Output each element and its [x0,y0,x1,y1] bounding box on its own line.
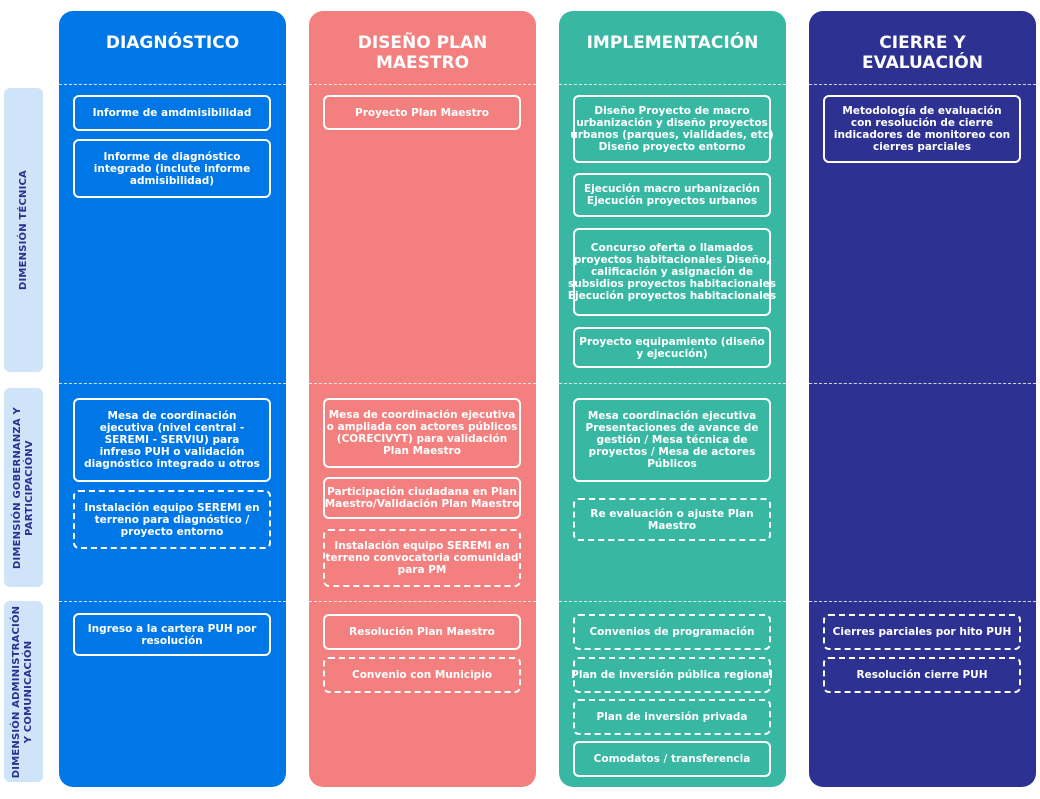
box-resolucion-plan-maestro: Resolución Plan Maestro [323,614,521,650]
column-diagnostico: DIAGNÓSTICO Informe de amdmisibilidad In… [59,11,286,787]
box-proyecto-plan-maestro: Proyecto Plan Maestro [323,95,521,130]
row-divider [559,84,786,85]
row-divider [559,601,786,602]
row-label-gobernanza: DIMENSIÓN GOBERNANZA Y PARTICIPACIÓNV [4,388,43,587]
box-instalacion-equipo: Instalación equipo SEREMI en terreno par… [73,490,271,549]
column-title: IMPLEMENTACIÓN [586,33,759,53]
box-informe-diagnostico: Informe de diagnóstico integrado (inclut… [73,139,271,198]
row-divider [809,601,1036,602]
column-implementacion: IMPLEMENTACIÓN Diseño Proyecto de macro … [559,11,786,787]
column-title: CIERRE Y EVALUACIÓN [862,33,983,73]
column-title: DIAGNÓSTICO [105,33,240,53]
row-label-text: DIMENSIÓN GOBERNANZA Y PARTICIPACIÓNV [11,406,35,569]
row-label-administracion: DIMENSIÓN ADMINISTRACIÓN Y COMUNICACIÓN [4,601,43,782]
box-mesa-coordinacion-ampliada: Mesa de coordinación ejecutiva o ampliad… [323,398,521,468]
box-ingreso-cartera: Ingreso a la cartera PUH por resolución [73,613,271,656]
box-convenio-municipio: Convenio con Municipio [323,657,521,693]
box-re-evaluacion: Re evaluación o ajuste Plan Maestro [573,498,771,541]
box-participacion-ciudadana: Participación ciudadana en Plan Maestro/… [323,477,521,519]
box-plan-inversion-privada: Plan de inversión privada [573,699,771,735]
row-divider [809,84,1036,85]
row-divider [309,601,536,602]
box-instalacion-equipo-pm: Instalación equipo SEREMI en terreno con… [323,529,521,587]
box-metodologia-evaluacion: Metodología de evaluación con resolución… [823,95,1021,163]
row-divider [59,383,286,384]
box-mesa-coordinacion-ejecutiva: Mesa coordinación ejecutiva Presentacion… [573,398,771,482]
box-cierres-parciales: Cierres parciales por hito PUH [823,614,1021,650]
row-label-text: DIMENSIÓN ADMINISTRACIÓN Y COMUNICACIÓN [11,605,35,778]
column-cierre-evaluacion: CIERRE Y EVALUACIÓN Metodología de evalu… [809,11,1036,787]
box-ejecucion-macro-urbanizacion: Ejecución macro urbanización Ejecución p… [573,173,771,217]
box-plan-inversion-publica: Plan de inversión pública regional [571,657,773,693]
box-comodatos: Comodatos / transferencia [573,741,771,777]
box-resolucion-cierre: Resolución cierre PUH [823,657,1021,693]
row-divider [59,601,286,602]
row-divider [809,383,1036,384]
row-label-tecnica: DIMENSIÓN TÉCNICA [4,88,43,372]
row-divider [309,84,536,85]
box-informe-admisibilidad: Informe de amdmisibilidad [73,95,271,131]
row-divider [59,84,286,85]
box-mesa-coordinacion: Mesa de coordinación ejecutiva (nivel ce… [73,398,271,482]
row-label-text: DIMENSIÓN TÉCNICA [17,169,29,291]
column-diseno-plan-maestro: DISEÑO PLAN MAESTRO Proyecto Plan Maestr… [309,11,536,787]
box-proyecto-equipamiento: Proyecto equipamiento (diseño y ejecució… [573,327,771,368]
column-title: DISEÑO PLAN MAESTRO [357,33,488,73]
box-convenios-programacion: Convenios de programación [573,614,771,650]
box-diseno-macro-urbanizacion: Diseño Proyecto de macro urbanización y … [570,95,774,163]
box-concurso-oferta: Concurso oferta o llamados proyectos hab… [568,228,776,316]
row-divider [309,383,536,384]
row-divider [559,383,786,384]
